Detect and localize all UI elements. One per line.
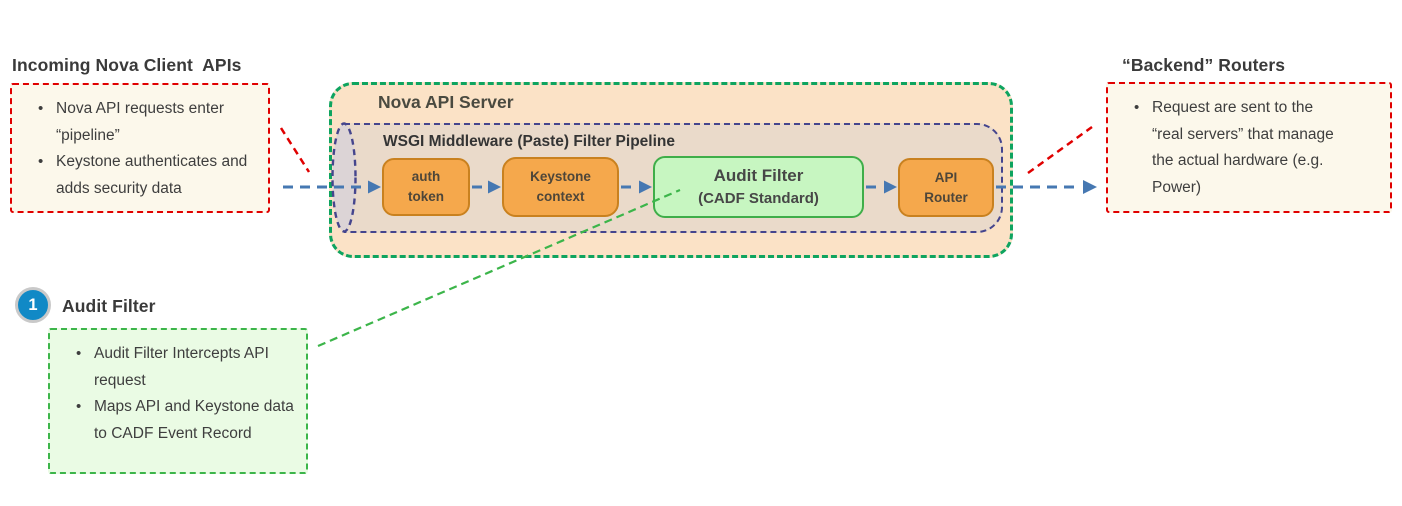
stage-keystone-context: Keystone context xyxy=(502,157,619,217)
bullet-item: Maps API and Keystone data to CADF Event… xyxy=(70,394,298,447)
bullet-item: Nova API requests enter “pipeline” xyxy=(32,96,260,149)
audit-filter-bullet-list: Audit Filter Intercepts API request Maps… xyxy=(50,330,306,447)
audit-filter-note-box: Audit Filter Intercepts API request Maps… xyxy=(48,328,308,474)
stage-label: Audit Filter xyxy=(713,166,804,185)
bullet-item: Request are sent to the “real servers” t… xyxy=(1128,95,1348,201)
stage-auth-token: auth token xyxy=(382,158,470,216)
left-note-connector-line xyxy=(279,127,311,173)
nova-api-server-title: Nova API Server xyxy=(378,92,514,112)
bullet-item: Audit Filter Intercepts API request xyxy=(70,341,298,394)
stage-label: auth xyxy=(411,169,441,184)
stage-api-router: API Router xyxy=(898,158,994,217)
stage-label: API xyxy=(934,169,958,185)
backend-bullet-list: Request are sent to the “real servers” t… xyxy=(1108,84,1390,201)
incoming-apis-heading: Incoming Nova Client APIs xyxy=(12,55,242,75)
stage-label: context xyxy=(536,189,585,204)
incoming-apis-note-box: Nova API requests enter “pipeline” Keyst… xyxy=(10,83,270,213)
backend-routers-note-box: Request are sent to the “real servers” t… xyxy=(1106,82,1392,213)
stage-label: token xyxy=(407,189,444,204)
stage-label: (CADF Standard) xyxy=(698,190,819,207)
wsgi-pipeline-title: WSGI Middleware (Paste) Filter Pipeline xyxy=(383,133,675,150)
backend-note-connector-line xyxy=(1027,125,1093,175)
step-1-badge: 1 xyxy=(15,287,51,323)
stage-audit-filter: Audit Filter (CADF Standard) xyxy=(653,156,864,218)
bullet-item: Keystone authenticates and adds security… xyxy=(32,149,260,202)
stage-label: Keystone xyxy=(530,169,591,184)
stage-label: Router xyxy=(924,189,968,205)
audit-filter-heading: Audit Filter xyxy=(62,296,156,316)
incoming-apis-bullet-list: Nova API requests enter “pipeline” Keyst… xyxy=(12,85,268,202)
backend-routers-heading: “Backend” Routers xyxy=(1122,55,1286,75)
